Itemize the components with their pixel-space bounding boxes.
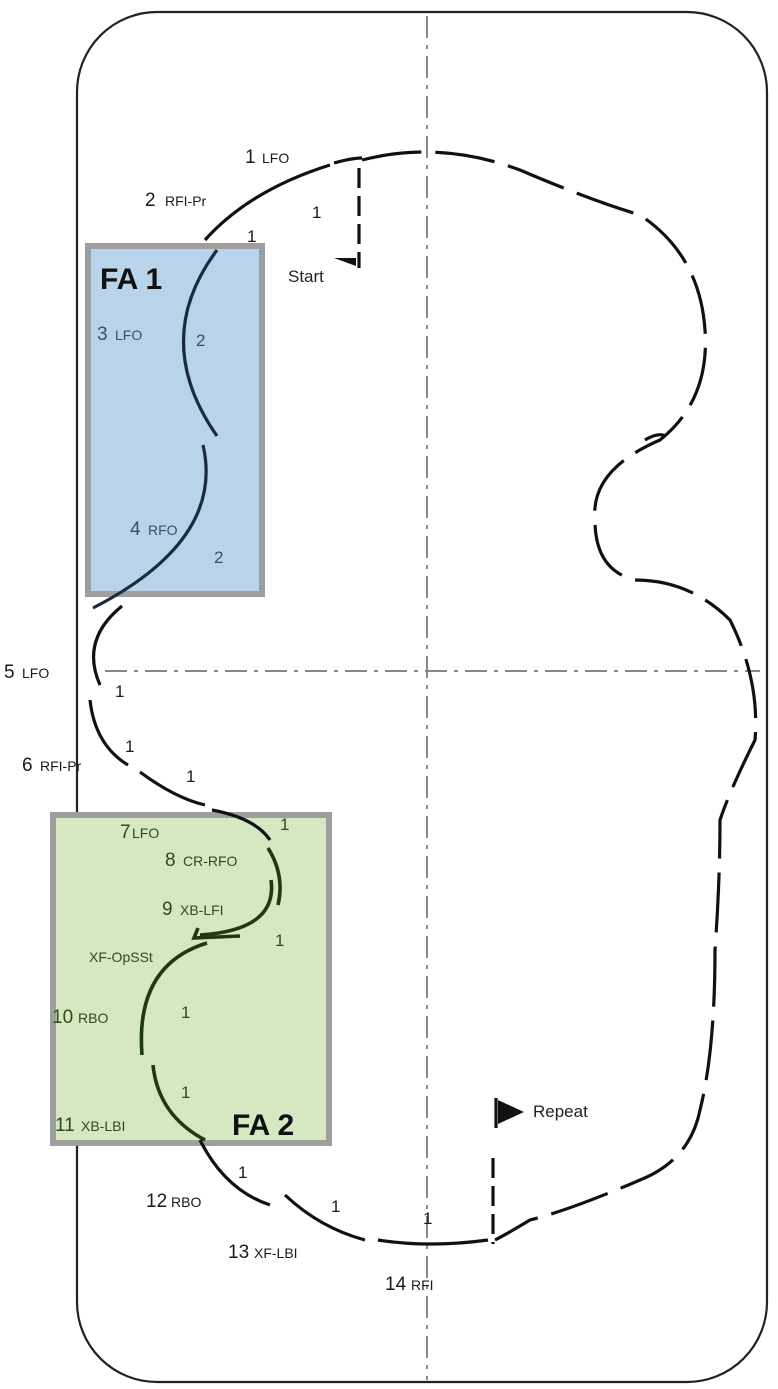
edge-9-xb-lfi	[199, 879, 274, 937]
edge-13-xf-lbi	[283, 1193, 366, 1242]
beat-count: 1	[125, 737, 134, 756]
beat-count: 1	[331, 1197, 340, 1216]
start-label: Start	[288, 267, 324, 286]
svg-text:8: 8	[165, 850, 176, 871]
beat-count: 1	[238, 1163, 247, 1182]
edge-5-lfo	[91, 604, 124, 686]
edge-3-lfo	[182, 249, 219, 437]
beat-count: 1	[181, 1003, 190, 1022]
svg-text:RFI: RFI	[411, 1277, 434, 1293]
element-label-6: 6 RFI-Pr	[22, 755, 82, 776]
edge-14-rfi	[377, 1238, 489, 1246]
element-label-11: 11 XB-LBI	[55, 1115, 125, 1136]
svg-text:6: 6	[22, 755, 33, 776]
edge-1-lfo	[203, 163, 331, 242]
svg-text:10: 10	[52, 1007, 73, 1028]
svg-text:LFO: LFO	[115, 327, 142, 343]
svg-text:3: 3	[97, 324, 108, 345]
edge-6-rfi-pr	[88, 699, 129, 767]
edge-8-cr-rfo	[266, 847, 282, 906]
svg-text:2: 2	[145, 190, 156, 211]
edge-11-xb-lbi	[151, 1064, 206, 1142]
rink-outline	[75, 10, 769, 1384]
svg-text:RFO: RFO	[148, 522, 178, 538]
svg-text:XF-OpSSt: XF-OpSSt	[89, 949, 153, 965]
edge-7-lfo	[211, 808, 272, 841]
svg-text:XF-LBI: XF-LBI	[254, 1245, 298, 1261]
beat-count: 1	[181, 1083, 190, 1102]
beat-count: 1	[247, 227, 256, 246]
svg-text:4: 4	[130, 519, 141, 540]
element-label-5: 5 LFO	[4, 662, 49, 683]
focus-area-2-label: FA 2	[232, 1109, 294, 1142]
element-label-3: 3 LFO	[97, 324, 142, 345]
beat-count: 2	[214, 548, 223, 567]
svg-text:RBO: RBO	[171, 1194, 201, 1210]
svg-text:LFO: LFO	[22, 665, 49, 681]
start-flag-icon	[334, 258, 356, 266]
beat-count: 1	[115, 682, 124, 701]
edge-6b	[139, 770, 206, 807]
edge-12-rbo	[198, 1139, 271, 1207]
svg-text:LFO: LFO	[132, 825, 159, 841]
svg-text:LFO: LFO	[262, 150, 289, 166]
beat-count: 2	[196, 331, 205, 350]
element-label-13: 13 XF-LBI	[228, 1242, 298, 1263]
element-label-8: 8 CR-RFO	[165, 850, 238, 871]
element-label-9: 9 XB-LFI	[162, 899, 224, 920]
svg-text:11: 11	[55, 1115, 75, 1136]
focus-area-2-box	[50, 812, 332, 1146]
focus-area-1-box	[85, 243, 265, 597]
svg-text:1: 1	[245, 147, 256, 168]
beat-count: 1	[275, 931, 284, 950]
repeat-label: Repeat	[533, 1102, 588, 1121]
svg-text:RBO: RBO	[78, 1010, 108, 1026]
svg-text:9: 9	[162, 899, 173, 920]
beat-count: 1	[312, 203, 321, 222]
beat-count: 1	[280, 815, 289, 834]
svg-text:5: 5	[4, 662, 15, 683]
svg-text:12: 12	[146, 1191, 167, 1212]
right-inner-loop	[644, 433, 667, 442]
svg-text:RFI-Pr: RFI-Pr	[165, 193, 207, 209]
svg-text:14: 14	[385, 1274, 407, 1295]
svg-text:13: 13	[228, 1242, 249, 1263]
edge-10-rbo	[139, 941, 208, 1056]
svg-text:CR-RFO: CR-RFO	[183, 853, 238, 869]
edge-4-rfo	[92, 444, 208, 610]
element-label-2: 2 RFI-Pr	[145, 190, 207, 211]
element-label-xf-opsst: XF-OpSSt	[89, 949, 153, 965]
svg-text:XB-LBI: XB-LBI	[81, 1118, 125, 1134]
element-label-1: 1 LFO	[245, 147, 289, 168]
edge-xf-opsst	[191, 927, 241, 940]
focus-area-1-label: FA 1	[100, 263, 162, 296]
svg-text:XB-LFI: XB-LFI	[180, 902, 224, 918]
beat-count: 1	[186, 767, 195, 786]
svg-text:RFI-Pr: RFI-Pr	[40, 758, 82, 774]
edge-start-tail	[333, 156, 363, 165]
element-label-4: 4 RFO	[130, 519, 178, 540]
repeat-flag-icon	[498, 1100, 524, 1124]
beat-count: 1	[423, 1209, 432, 1228]
svg-text:7: 7	[120, 822, 131, 843]
right-dashed-pattern	[361, 150, 758, 1242]
element-label-10: 10 RBO	[52, 1007, 108, 1028]
